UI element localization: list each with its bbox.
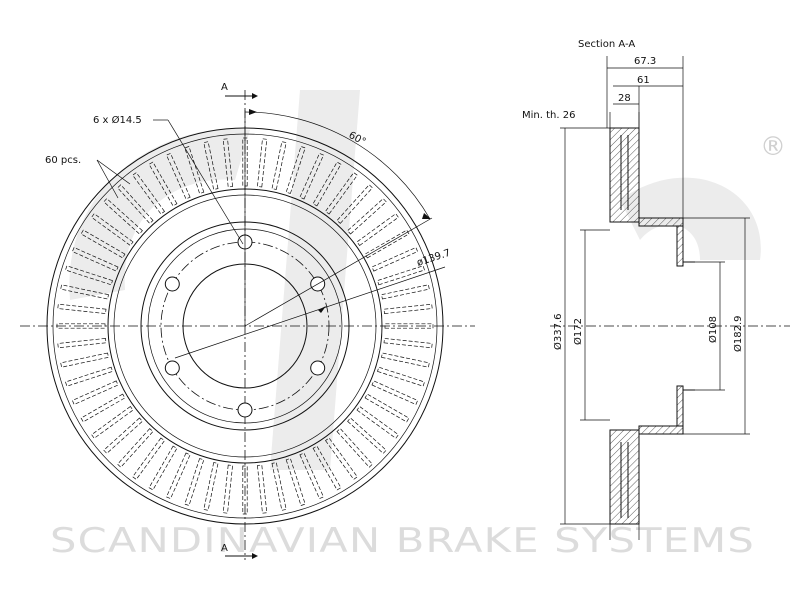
diameter-dimensions: Ø337.6 Ø172 Ø108 Ø182.9 <box>552 127 750 525</box>
vane <box>325 437 358 480</box>
front-view: A A 60° ø139.7 6 x Ø14.5 <box>20 82 475 560</box>
vane <box>285 146 306 194</box>
bolt-holes-label: 6 x Ø14.5 <box>93 114 142 126</box>
vane <box>312 161 342 207</box>
vane <box>65 265 113 286</box>
section-marker-bottom-label: A <box>221 543 228 554</box>
vanes-leader: 60 pcs. <box>45 155 131 199</box>
vanes-label: 60 pcs. <box>45 155 81 166</box>
vane <box>148 445 178 491</box>
vane <box>80 393 126 423</box>
width-total-label: 67.3 <box>634 56 656 67</box>
vane <box>65 366 113 387</box>
vane <box>166 452 191 500</box>
vane <box>383 338 433 349</box>
section-hat <box>638 217 695 435</box>
vane <box>117 184 154 224</box>
vane <box>60 352 109 368</box>
vane <box>356 213 399 246</box>
vane <box>91 406 134 439</box>
vane <box>381 352 430 368</box>
vane <box>285 458 306 506</box>
vane <box>203 462 219 511</box>
vane <box>184 146 205 194</box>
vane <box>377 366 425 387</box>
vane <box>364 229 410 259</box>
vane <box>325 172 358 215</box>
vane <box>148 161 178 207</box>
section-view: Section A-A <box>522 39 790 540</box>
vane <box>103 198 143 235</box>
vane <box>222 138 233 188</box>
vane <box>384 323 434 329</box>
bolt-hole <box>164 276 180 292</box>
vane <box>60 284 109 300</box>
vane <box>271 462 287 511</box>
vane <box>257 138 268 188</box>
vane <box>91 213 134 246</box>
vane <box>299 152 324 200</box>
vane <box>336 428 373 468</box>
vane <box>371 247 419 272</box>
vane <box>347 198 387 235</box>
vane <box>166 152 191 200</box>
vane <box>184 458 205 506</box>
min-thickness-label: Min. th. 26 <box>522 110 575 121</box>
section-marker-top: A <box>221 82 258 99</box>
vane <box>71 380 119 405</box>
vane <box>356 406 399 439</box>
bolt-hole <box>310 360 326 376</box>
width-dimensions: 67.3 61 28 Min. th. 26 <box>522 56 684 220</box>
vane <box>242 465 248 515</box>
vane <box>222 464 233 514</box>
bolt-leader: 6 x Ø14.5 <box>93 114 244 245</box>
vane <box>132 437 165 480</box>
vane <box>56 323 106 329</box>
vane <box>377 265 425 286</box>
section-marker-top-label: A <box>221 82 228 93</box>
vane <box>71 247 119 272</box>
vane <box>271 141 287 190</box>
vane <box>383 303 433 314</box>
vane <box>242 137 248 187</box>
section-friction-ring <box>609 112 640 540</box>
vane <box>203 141 219 190</box>
dia-center-bore-label: Ø108 <box>707 316 719 343</box>
watermark-slogan: SCANDINAVIAN BRAKE SYSTEMS <box>50 521 755 561</box>
vane <box>381 284 430 300</box>
bolt-hole <box>237 402 253 418</box>
vane <box>336 184 373 224</box>
cooling-vanes <box>56 137 434 515</box>
vane <box>299 452 324 500</box>
vane <box>57 303 107 314</box>
width-hat-label: 61 <box>637 75 650 86</box>
vane <box>371 380 419 405</box>
vane <box>103 417 143 454</box>
vane <box>364 393 410 423</box>
vane <box>347 417 387 454</box>
dia-hat-label: Ø182.9 <box>732 316 744 353</box>
vane <box>132 172 165 215</box>
vane <box>257 464 268 514</box>
registered-mark: ® <box>760 132 786 162</box>
dia-outer-label: Ø337.6 <box>552 314 564 351</box>
dia-inner-ring-label: Ø172 <box>572 318 584 345</box>
vane <box>117 428 154 468</box>
width-disc-label: 28 <box>618 93 631 104</box>
vane <box>57 338 107 349</box>
vane <box>312 445 342 491</box>
section-title: Section A-A <box>578 39 635 50</box>
bolt-hole <box>164 360 180 376</box>
vane <box>80 229 126 259</box>
section-marker-bottom: A <box>221 543 258 559</box>
